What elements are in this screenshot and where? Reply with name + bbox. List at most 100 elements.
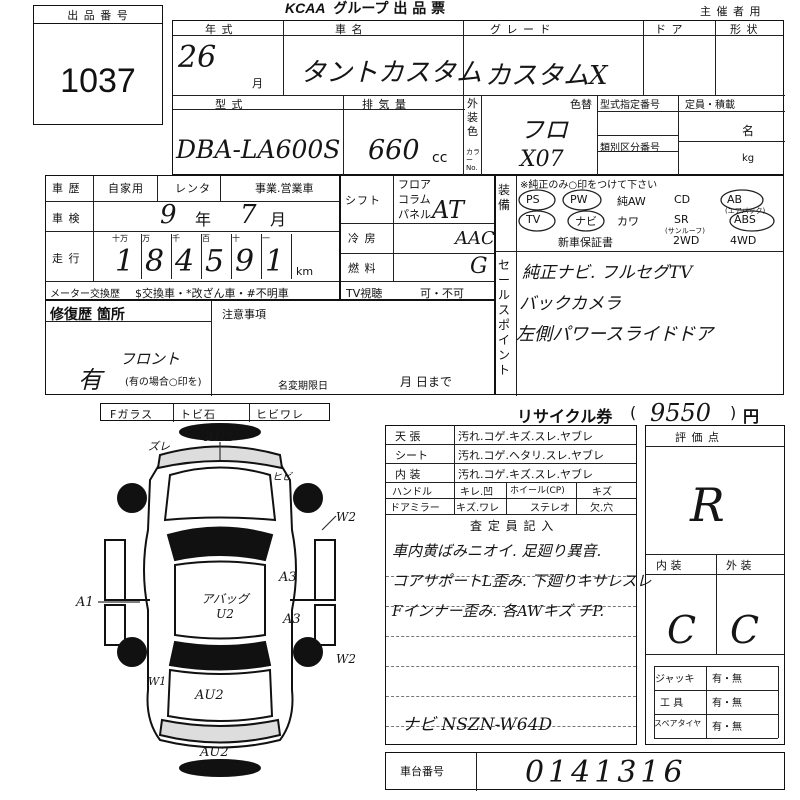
organizer-label: 主 催 者 用 [700, 5, 762, 18]
glass-item[interactable]: トビ石 [180, 408, 216, 421]
history-grid [45, 175, 340, 300]
jack-options[interactable]: 有・無 [712, 674, 742, 685]
color-no-value: X07 [520, 147, 564, 172]
equipment-note: ※純正のみ○印をつけて下さい [520, 180, 658, 191]
recycle-value: 9550 [650, 399, 712, 427]
glass-grid [100, 403, 330, 422]
door-left-front [104, 539, 126, 601]
recycle-open: ( [630, 403, 637, 422]
roof [174, 560, 266, 640]
repair-notes-grid [45, 300, 495, 396]
tailgate [166, 668, 274, 722]
fuel-value: G [470, 254, 488, 279]
wheel-rear-bottom [179, 759, 261, 777]
recycle-row: リサイクル券 ( 9550 ) 円 [385, 399, 785, 427]
equipment-item[interactable]: CD [674, 193, 691, 206]
wheel-rr [293, 637, 323, 667]
condition-row-options: 汚れ.コゲ.キズ.スレ.ヤブレ [458, 468, 593, 481]
w2-pointer [321, 515, 337, 531]
equipment-item[interactable]: ABS [734, 213, 756, 226]
glass-item[interactable]: ヒビワレ [256, 408, 304, 421]
color-no-label: カラーNo. [466, 148, 480, 172]
equipment-item[interactable]: 純AW [617, 195, 646, 208]
damage-mark-airbag: アバッグ U2 [201, 592, 249, 621]
equipment-item[interactable]: 新車保証書 [558, 236, 613, 249]
interior-label: 内 装 [656, 559, 682, 572]
equipment-row-3: 新車保証書 2WD 4WD [558, 234, 773, 250]
year-value: 26 [178, 40, 217, 75]
repair-handwriting: フロント [120, 350, 181, 368]
exterior-label: 外 装 [726, 559, 752, 572]
wheel-fr [293, 483, 323, 513]
spare-options[interactable]: 有・無 [712, 722, 742, 733]
meter-exchange-options: $交換車・*改ざん車・#不明車 [135, 287, 289, 300]
history-rental[interactable]: レンタ [175, 182, 211, 195]
equipment-item[interactable]: 2WD [673, 234, 700, 247]
history-private[interactable]: 自家用 [108, 182, 144, 195]
mileage-digit: 4 [175, 244, 195, 279]
mileage-digit: 1 [265, 244, 285, 279]
displacement-label: 排 気 量 [362, 98, 407, 111]
condition-row-label: 天 張 [395, 430, 421, 443]
tools-options[interactable]: 有・無 [712, 698, 742, 709]
form-title-text: グループ 出 品 票 [333, 1, 446, 17]
equipment-grid [495, 175, 784, 396]
color-value: フロ [520, 116, 568, 144]
equipment-item[interactable]: AB [727, 193, 743, 206]
equipment-item[interactable]: ナビ [575, 215, 597, 228]
inspector-note-line: ナビ NSZN-W64D [402, 715, 553, 735]
history-label: 車 歴 [52, 182, 81, 195]
glass-item[interactable]: Fガラス [110, 408, 154, 421]
equipment-item[interactable]: TV [526, 213, 541, 226]
equipment-item[interactable]: カワ [617, 215, 639, 228]
handle-options: キレ.凹 [460, 487, 494, 498]
grade-label: グ レ ー ド [490, 23, 552, 36]
damage-mark-au2-rear: AU2 [195, 688, 224, 703]
sales-point-line: 左側パワースライドドア [516, 324, 714, 345]
damage-mark-w2-b: W2 [336, 652, 356, 666]
windshield [166, 526, 274, 562]
condition-row-options: 汚れ.コゲ.キズ.スレ.ヤブレ [458, 430, 593, 443]
handle-label: ハンドル [392, 487, 432, 498]
lot-box: 出 品 番 号 1037 [33, 5, 163, 125]
history-business[interactable]: 事業.営業車 [255, 182, 314, 195]
mileage-digit: 9 [235, 244, 255, 279]
type-spec-label: 型式指定番号 [600, 100, 660, 111]
condition-grid [385, 425, 637, 745]
damage-mark-a3-a: A3 [279, 570, 297, 585]
name-change-until: 月 日まで [400, 375, 452, 389]
equipment-item[interactable]: SR [674, 213, 689, 226]
equipment-item[interactable]: PS [526, 193, 540, 206]
vehicle-info-grid [172, 20, 785, 176]
exterior-value: C [730, 608, 760, 652]
damage-mark-w2-a: W2 [336, 510, 356, 524]
equipment-item[interactable]: PW [570, 193, 588, 206]
type-class-label: 類別区分番号 [600, 143, 660, 154]
chassis-box [385, 752, 785, 791]
name-change-label: 名変期限日 [278, 381, 328, 392]
inspector-label: 査 定 員 記 入 [470, 519, 555, 533]
mileage-label: 走 行 [52, 252, 81, 265]
model-value: DBA-LA600S [176, 135, 341, 164]
shift-label: シフト [345, 194, 381, 207]
inspector-note-line: コアサポートL歪み. 下廻りキサレスレ [392, 572, 652, 590]
mileage-digit-label: 万 [142, 234, 150, 243]
rear-window [168, 640, 272, 671]
equipment-item[interactable]: 4WD [730, 234, 757, 247]
sales-point-line: 純正ナビ. フルセグTV [522, 263, 693, 283]
notes-label: 注意事項 [222, 308, 266, 321]
damage-mark-a3-b: A3 [283, 612, 301, 627]
car-damage-diagram [98, 423, 337, 777]
mileage-digit-label: 一 [262, 234, 270, 243]
grade-value: カスタムX [485, 61, 608, 91]
brand-logo: KCAA [285, 0, 326, 16]
lot-number: 1037 [60, 61, 136, 100]
door-left-rear [104, 604, 126, 646]
shape-label: 形 状 [730, 23, 759, 36]
stereo-options: 欠.穴 [590, 503, 614, 514]
kg-unit: kg [742, 153, 755, 164]
aircon-value: AAC [455, 228, 495, 249]
shift-floor: フロア [398, 178, 431, 191]
chassis-label: 車台番号 [400, 765, 444, 778]
displacement-value: 660 [368, 135, 420, 166]
